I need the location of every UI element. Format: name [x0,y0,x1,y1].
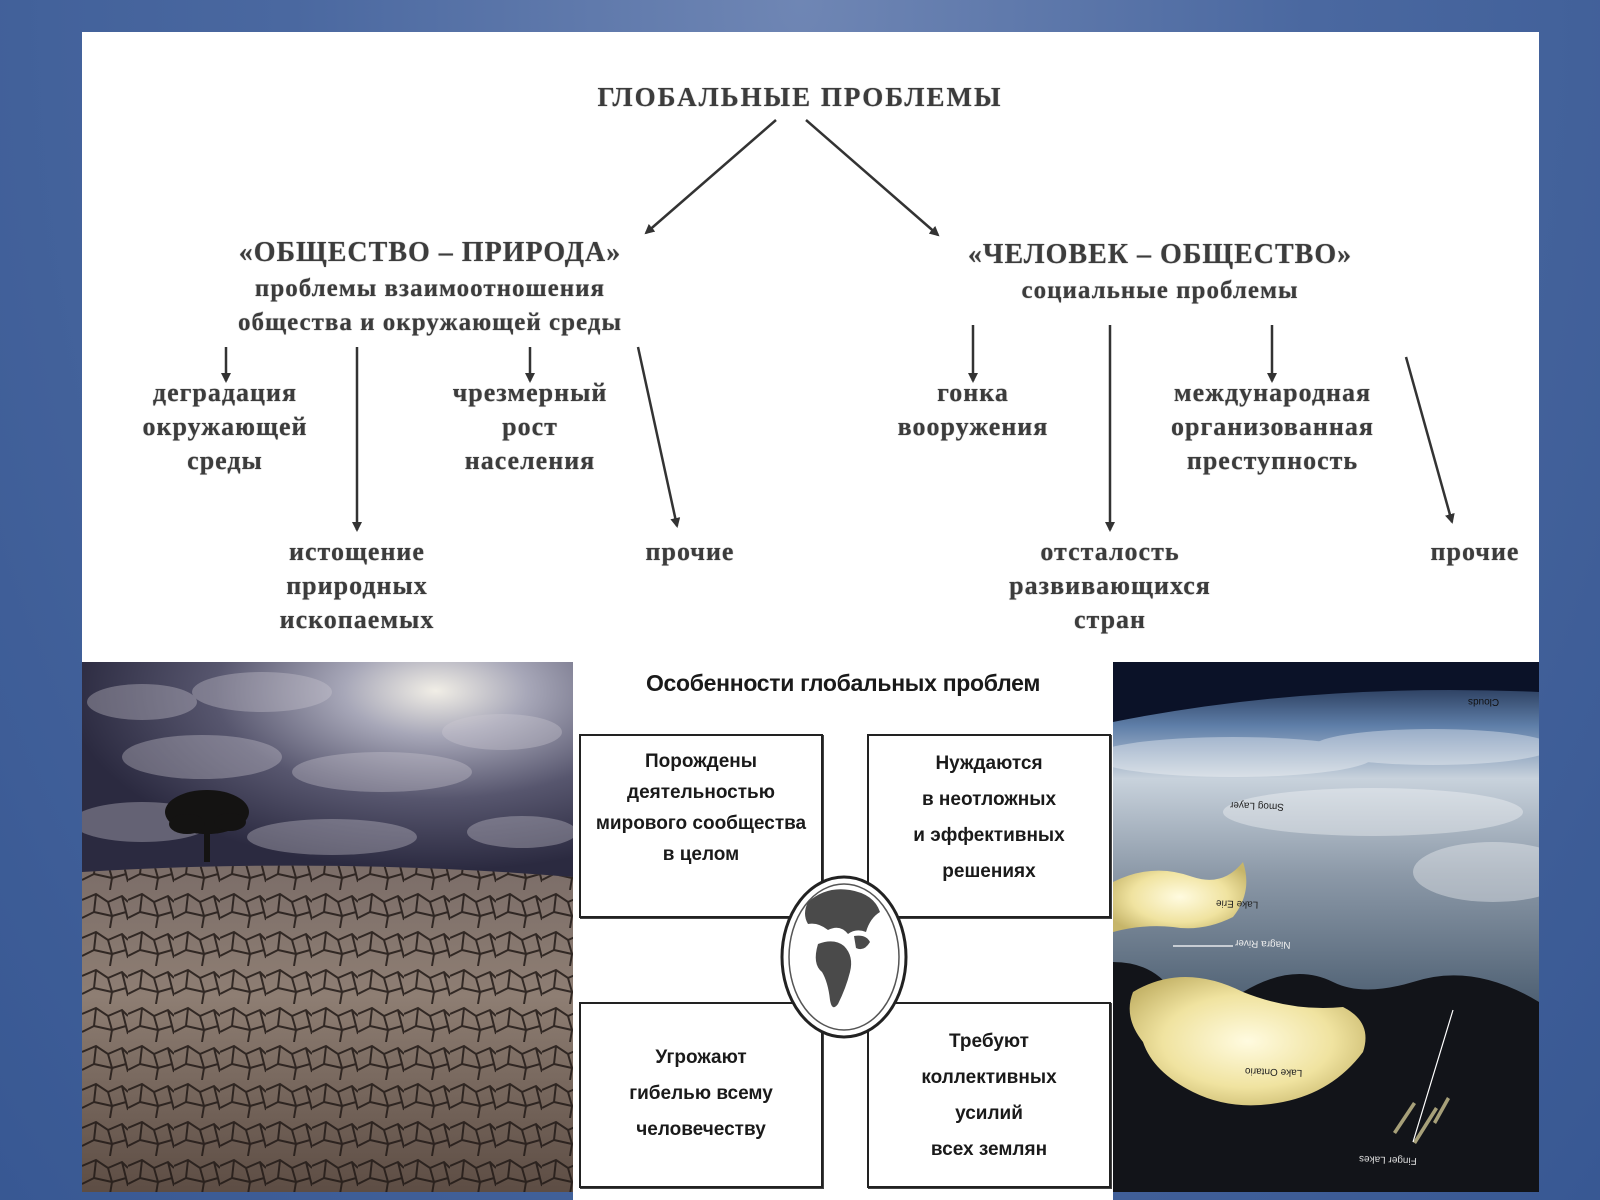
label-lake-ontario: Lake Ontario [1244,1065,1303,1078]
item-resource-depletion: истощение природных ископаемых [279,537,435,634]
item-arms-race: гонка вооружения [897,378,1049,441]
feature-text-collective: Требуют коллективных усилий всех землян [921,1031,1057,1160]
right-branch-heading: «ЧЕЛОВЕК – ОБЩЕСТВО» [967,239,1353,270]
scheme-title: ГЛОБАЛЬНЫЕ ПРОБЛЕМЫ [597,82,1003,112]
feature-text-threat: Угрожают гибелью всему человечеству [629,1047,773,1140]
features-diagram: Особенности глобальных проблем Порождены… [573,662,1113,1200]
globe-icon [780,875,908,1039]
lake-erie-shape [1113,862,1247,932]
feature-box-threat: Угрожают гибелью всему человечеству [579,1002,823,1188]
item-other-right: прочие [1430,537,1520,566]
label-smog: Smog Layer [1229,799,1285,812]
feature-box-urgency: Нуждаются в неотложных и эффективных реш… [867,734,1111,918]
label-niagara: Niagra River [1234,937,1291,950]
feature-text-origin: Порождены деятельностью мирового сообщес… [595,751,807,865]
satellite-photo: Clouds Smog Layer Lake Erie Niagra River… [1113,662,1539,1192]
feature-box-collective: Требуют коллективных усилий всех землян [867,1002,1111,1188]
item-developing-countries: отсталость развивающихся стран [1009,537,1211,634]
right-branch-subtitle: социальные проблемы [1021,277,1299,304]
label-clouds: Clouds [1467,696,1499,707]
left-branch-subtitle-line2: общества и окружающей среды [238,309,622,336]
item-environment-degradation: деградация окружающей среды [142,378,308,475]
label-finger-lakes: Finger Lakes [1358,1152,1417,1167]
item-organized-crime: международная организованная преступност… [1171,378,1374,475]
lake-ontario-shape [1129,977,1366,1106]
features-title: Особенности глобальных проблем [645,670,1041,696]
feature-box-origin: Порождены деятельностью мирового сообщес… [579,734,823,918]
left-branch-heading: «ОБЩЕСТВО – ПРИРОДА» [238,237,622,268]
tree-silhouette [165,790,249,862]
left-branch-subtitle-line1: проблемы взаимоотношения [254,275,606,302]
item-population-growth: чрезмерный рост населения [452,378,608,475]
drought-photo [82,662,573,1192]
label-lake-erie: Lake Erie [1215,897,1259,910]
item-other-left: прочие [645,537,735,566]
feature-text-urgency: Нуждаются в неотложных и эффективных реш… [913,753,1065,882]
